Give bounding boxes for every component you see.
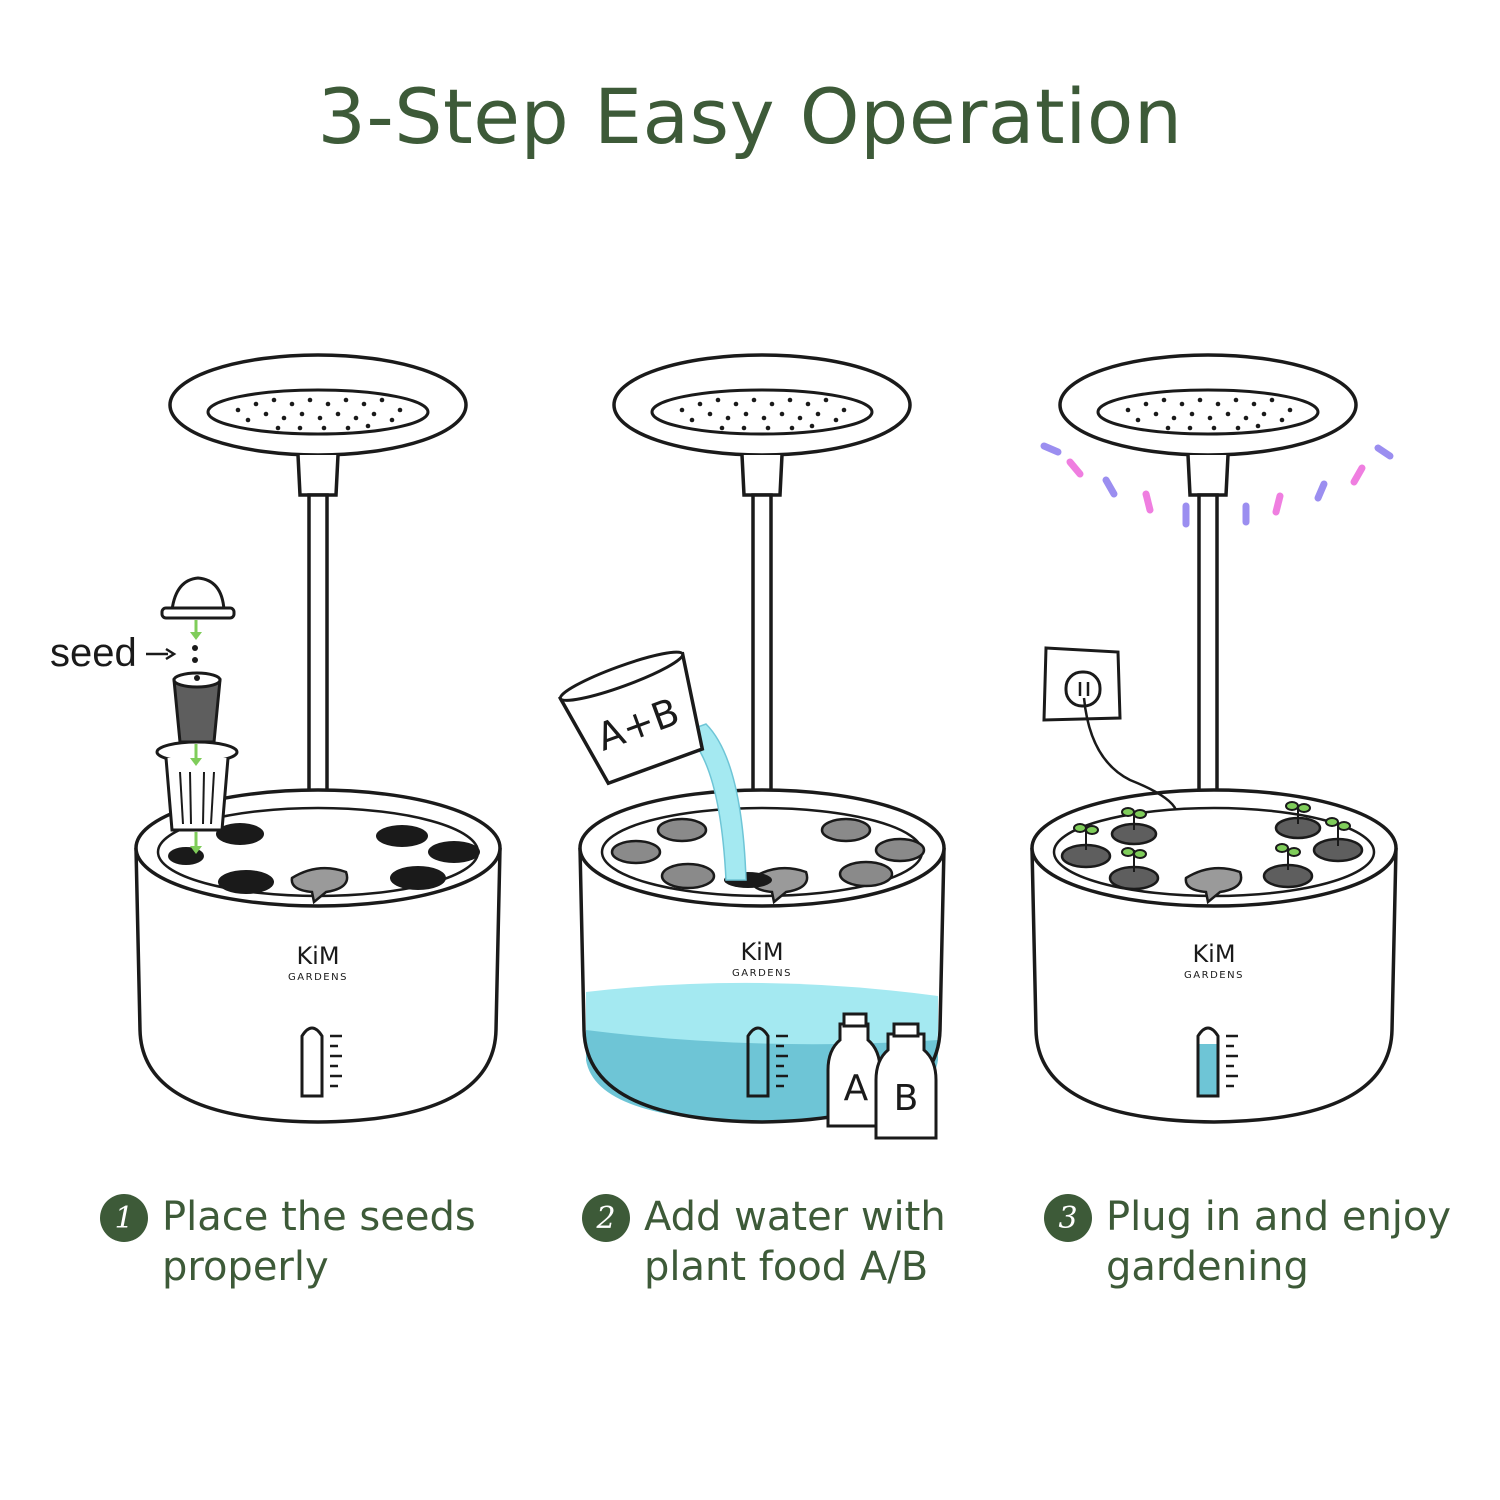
soil-pods xyxy=(168,823,480,894)
step-3-line1: Plug in and enjoy xyxy=(1106,1194,1452,1240)
bottle-a: A xyxy=(826,1012,882,1128)
step-2-caption: 2 Add water with plant food A/B xyxy=(582,1192,946,1292)
step-2-line2: plant food A/B xyxy=(644,1244,929,1290)
seed-label: seed xyxy=(50,631,137,675)
step-3-number: 3 xyxy=(1044,1194,1092,1242)
brand-sub: GARDENS xyxy=(732,968,792,979)
step-1-line2: properly xyxy=(162,1244,329,1290)
step-1-number: 1 xyxy=(100,1194,148,1242)
svg-text:B: B xyxy=(894,1078,919,1119)
step-3-caption: 3 Plug in and enjoy gardening xyxy=(1044,1192,1451,1292)
svg-text:A: A xyxy=(844,1068,869,1109)
seed-dome xyxy=(160,576,236,620)
brand-logo: KiM xyxy=(740,938,783,966)
bottle-b: B xyxy=(874,1022,938,1140)
soil-pods xyxy=(610,817,926,890)
step-2-number: 2 xyxy=(582,1194,630,1242)
unit-step2: A+B A B KiM GARDENS xyxy=(557,353,946,1140)
mixing-cup: A+B xyxy=(557,650,705,786)
illustration: seed KiM GARDENS A+B xyxy=(50,353,1398,1140)
sprouts xyxy=(1073,801,1351,872)
seed-arrow xyxy=(146,620,202,663)
soil-pods xyxy=(1060,816,1364,891)
brand-sub: GARDENS xyxy=(1184,970,1244,981)
wall-socket xyxy=(1042,646,1178,811)
page-title: 3-Step Easy Operation xyxy=(317,72,1183,161)
brand-logo: KiM xyxy=(1192,940,1235,968)
step-2-line1: Add water with xyxy=(644,1194,946,1240)
fill-port xyxy=(1184,866,1243,905)
brand-logo: KiM xyxy=(296,942,339,970)
brand-sub: GARDENS xyxy=(288,972,348,983)
fill-port xyxy=(290,866,349,905)
grow-light-rays xyxy=(1040,442,1394,528)
water-gauge xyxy=(1196,1026,1240,1098)
sponge-plug xyxy=(172,671,222,744)
step-3-line2: gardening xyxy=(1106,1244,1309,1290)
unit-step1: seed KiM GARDENS xyxy=(50,353,502,1124)
step-1-line1: Place the seeds xyxy=(162,1194,476,1240)
unit-step3: KiM GARDENS xyxy=(1030,353,1398,1124)
pod-basket xyxy=(155,740,239,854)
step-1-caption: 1 Place the seeds properly xyxy=(100,1192,476,1292)
water-stream xyxy=(682,723,747,881)
